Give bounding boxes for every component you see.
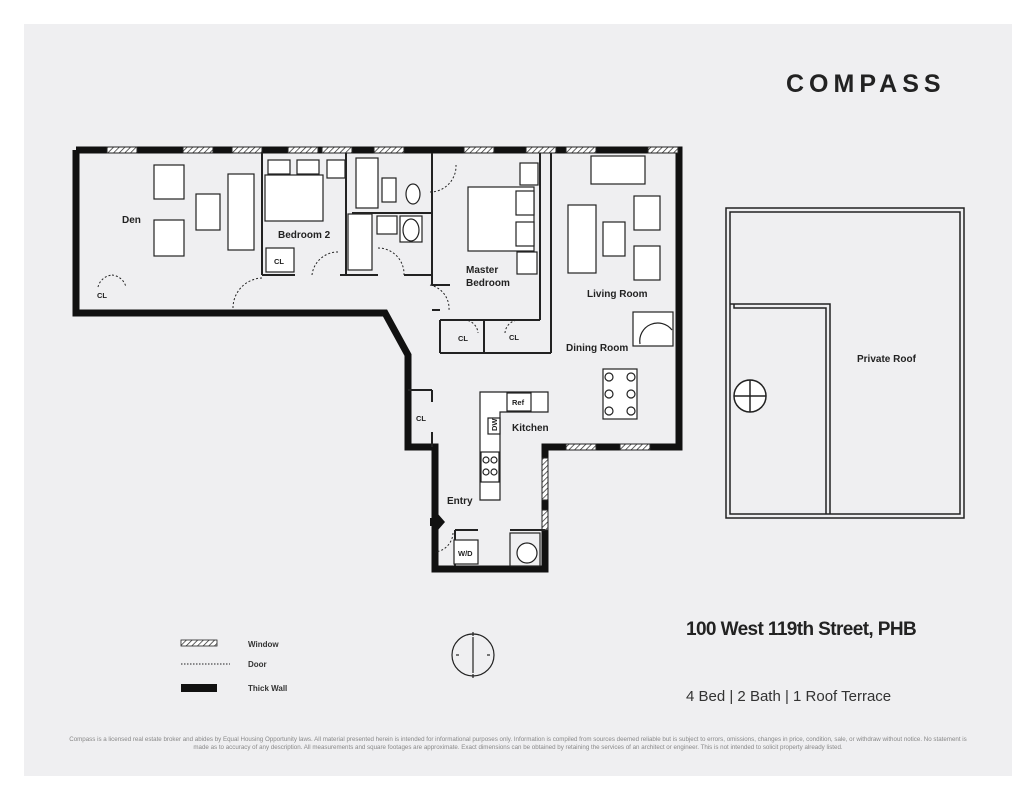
legend-thick-wall-label: Thick Wall [248, 684, 288, 693]
bedroom2-furniture [264, 159, 346, 273]
closet-entry-label: CL [416, 414, 426, 423]
living-furniture [567, 155, 674, 347]
private-roof-label: Private Roof [857, 354, 917, 365]
dishwasher-label: DW [490, 418, 499, 431]
washer-dryer-label: W/D [458, 549, 473, 558]
legend-door-label: Door [248, 660, 267, 669]
legend [180, 639, 230, 692]
master-furniture [467, 162, 539, 275]
closet-master-a-label: CL [458, 334, 468, 343]
kitchen-label: Kitchen [512, 423, 549, 434]
entry-label: Entry [447, 496, 473, 507]
compass-logo: COMPASS [786, 70, 946, 98]
master-label-line1: Master [466, 265, 498, 276]
closet-bedroom2-label: CL [274, 257, 284, 266]
legend-window-label: Window [248, 640, 279, 649]
legend-thick-wall-swatch [181, 684, 217, 692]
living-room-label: Living Room [587, 289, 648, 300]
legend-window-swatch [180, 639, 218, 647]
bathroom-fixtures [347, 157, 423, 271]
listing-address: 100 West 119th Street, PHB [686, 619, 917, 640]
den-label: Den [122, 215, 141, 226]
doors [97, 164, 520, 553]
closet-den-label: CL [97, 291, 107, 300]
refrigerator-label: Ref [512, 398, 525, 407]
north-compass-icon [451, 632, 495, 678]
outer-walls [72, 146, 683, 573]
top-windows [106, 146, 679, 531]
private-roof [725, 207, 965, 519]
listing-summary: 4 Bed | 2 Bath | 1 Roof Terrace [686, 688, 892, 705]
interior-walls [261, 153, 552, 566]
legal-disclaimer: Compass is a licensed real estate broker… [69, 736, 967, 751]
master-label-line2: Bedroom [466, 278, 510, 289]
den-furniture [153, 164, 255, 257]
bedroom2-label: Bedroom 2 [278, 230, 331, 241]
dining-room-label: Dining Room [566, 343, 628, 354]
closet-master-b-label: CL [509, 333, 519, 342]
entry-arrow-icon [430, 514, 445, 530]
dining-furniture [602, 368, 638, 420]
kitchen-fixtures [453, 391, 549, 567]
